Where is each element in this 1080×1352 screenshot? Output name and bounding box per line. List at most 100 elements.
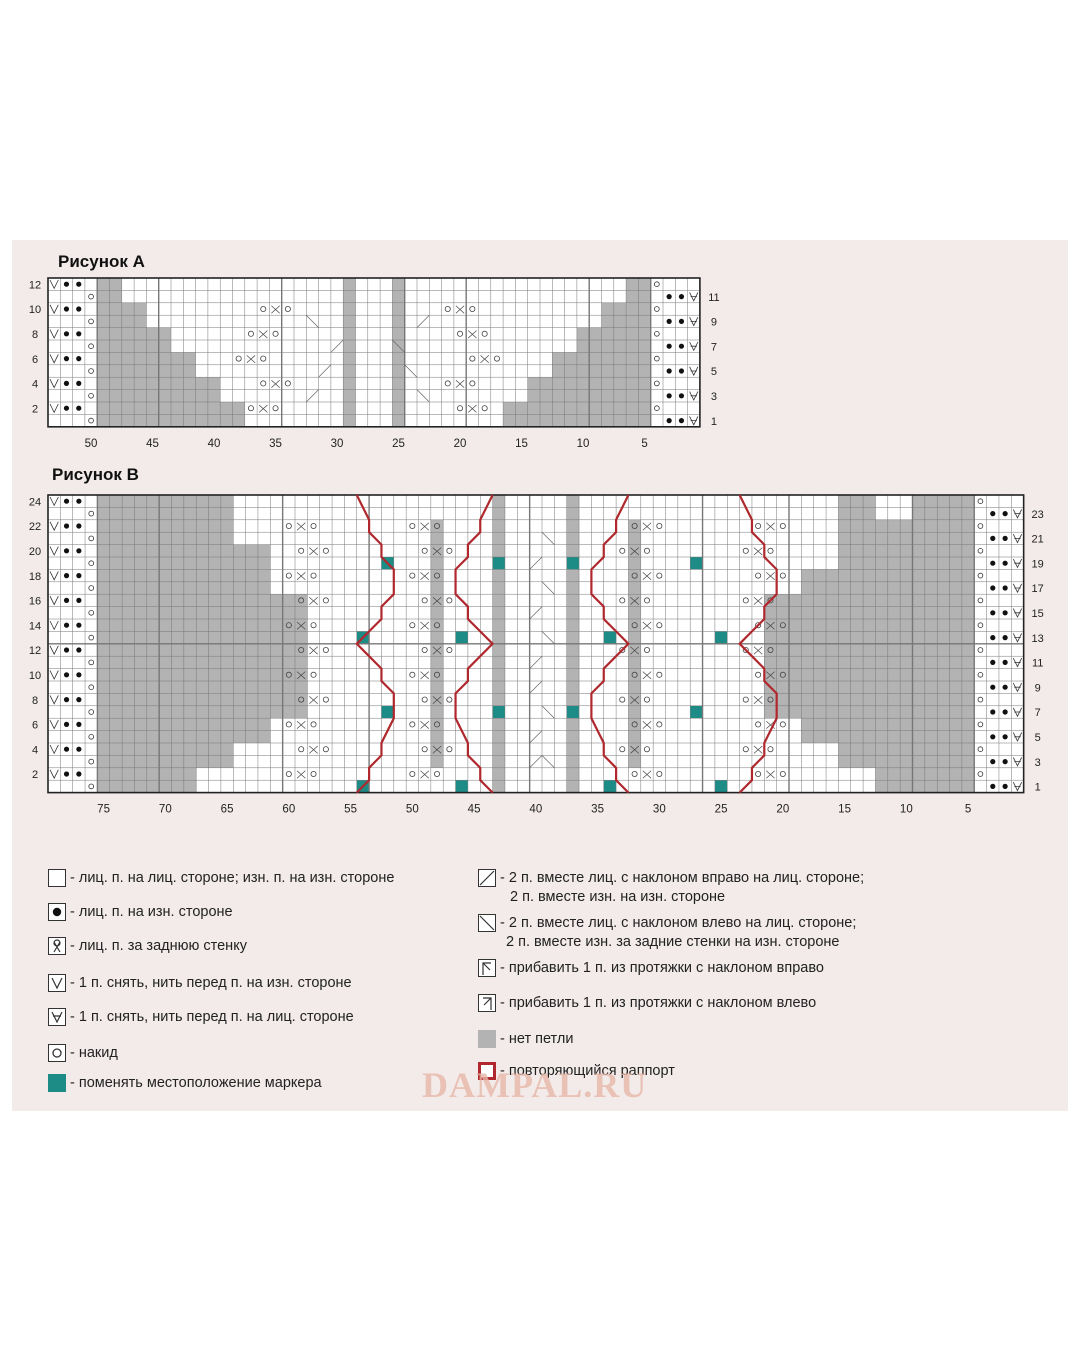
chart-b-col-label: 30 (653, 804, 666, 816)
chart-b-row-label-left: 14 (29, 620, 41, 632)
legend-m1l-label: - прибавить 1 п. из протяжки с наклоном … (500, 995, 817, 1011)
chart-b-row-label-right: 21 (1032, 534, 1044, 546)
chart-b-row-label-left: 4 (32, 744, 38, 756)
legend-k2tog: - 2 п. вместе лиц. с наклоном вправо на … (478, 869, 864, 907)
watermark: DAMPAL.RU (422, 1065, 648, 1105)
chart-a-col-label: 25 (392, 438, 405, 450)
ssk-icon (478, 914, 496, 932)
chart-a-row-label-right: 9 (711, 317, 717, 329)
legend-marker-label: - поменять местоположение маркера (70, 1075, 322, 1091)
chart-b-row-label-right: 1 (1035, 782, 1041, 794)
chart-b-col-label: 55 (344, 804, 357, 816)
chart-b-col-label: 35 (591, 804, 604, 816)
chart-b-row-label-left: 8 (32, 695, 38, 707)
legend-k2tog-line2: 2 п. вместе изн. на изн. стороне (510, 889, 726, 905)
chart-b-row-label-right: 7 (1035, 707, 1041, 719)
chart-b-repeat-line (738, 494, 778, 794)
legend-knit: - лиц. п. на лиц. стороне; изн. п. на из… (48, 869, 394, 888)
chart-a-col-label: 45 (146, 438, 159, 450)
chart-b-col-label: 5 (965, 804, 971, 816)
chart-b-row-label-left: 10 (29, 670, 41, 682)
no-stitch-swatch-icon (478, 1030, 496, 1048)
chart-b-col-label: 20 (776, 804, 789, 816)
m1l-icon (478, 994, 496, 1012)
legend-k2tog-line1: - 2 п. вместе лиц. с наклоном вправо на … (500, 870, 865, 886)
chart-a-col-label: 5 (641, 438, 647, 450)
chart-a-row-label-right: 7 (711, 341, 717, 353)
chart-a-row-label-right: 5 (711, 366, 717, 378)
chart-b-row-label-right: 19 (1032, 558, 1044, 570)
twisted-stitch-icon (48, 937, 66, 955)
chart-a-col-label: 40 (208, 438, 221, 450)
chart-b-row-label-left: 2 (32, 769, 38, 781)
chart-a-grid (47, 277, 701, 428)
chart-b-row-label-left: 20 (29, 546, 41, 558)
chart-a-row-label-left: 6 (32, 354, 38, 366)
legend-yo: - накид (48, 1044, 118, 1063)
chart-b-repeat-line (590, 494, 631, 794)
chart-b-row-label-right: 15 (1032, 608, 1044, 620)
chart-b-col-label: 75 (97, 804, 110, 816)
chart-a-col-label: 20 (454, 438, 467, 450)
legend-ssk-line2: 2 п. вместе изн. за задние стенки на изн… (506, 934, 840, 950)
legend-ssk-line1: - 2 п. вместе лиц. с наклоном влево на л… (500, 915, 857, 931)
chart-b-col-label: 15 (838, 804, 851, 816)
slip-ws-icon (48, 974, 66, 992)
legend-yo-label: - накид (70, 1045, 118, 1061)
chart-b-row-label-left: 12 (29, 645, 41, 657)
legend-ssk: - 2 п. вместе лиц. с наклоном влево на л… (478, 914, 856, 952)
repeat-frame-icon (478, 1062, 496, 1080)
chart-b-row-label-right: 13 (1032, 633, 1044, 645)
chart-b-title: Рисунок В (52, 465, 139, 484)
chart-b-row-label-right: 11 (1032, 658, 1043, 670)
chart-b-col-label: 45 (468, 804, 481, 816)
chart-b-row-label-right: 23 (1032, 509, 1044, 521)
chart-b-col-label: 40 (529, 804, 542, 816)
chart-a-row-label-left: 10 (29, 304, 41, 316)
chart-a-title: Рисунок А (58, 252, 145, 271)
chart-a-col-label: 50 (85, 438, 98, 450)
legend-tbl: - лиц. п. за заднюю стенку (48, 937, 247, 956)
chart-b-repeat-line (454, 494, 495, 794)
chart-a-col-label: 15 (515, 438, 528, 450)
purl-dot-icon (48, 903, 66, 921)
legend-m1r-label: - прибавить 1 п. из протяжки с наклоном … (500, 960, 824, 976)
legend-slip-ws: - 1 п. снять, нить перед п. на изн. стор… (48, 974, 352, 993)
legend-m1r: - прибавить 1 п. из протяжки с наклоном … (478, 959, 824, 978)
chart-a-row-label-right: 11 (708, 292, 719, 304)
marker-swatch-icon (48, 1074, 66, 1092)
legend-marker: - поменять местоположение маркера (48, 1074, 322, 1093)
m1r-icon (478, 959, 496, 977)
chart-b-col-label: 10 (900, 804, 913, 816)
legend-knit-label: - лиц. п. на лиц. стороне; изн. п. на из… (70, 870, 395, 886)
legend-no-stitch: - нет петли (478, 1030, 573, 1049)
chart-a-col-label: 10 (577, 438, 590, 450)
legend-repeat-label: - повторяющийся раппорт (500, 1063, 675, 1079)
chart-a-row-label-right: 3 (711, 391, 717, 403)
chart-a-edge-symbols (49, 279, 699, 426)
legend-repeat: - повторяющийся раппорт (478, 1062, 675, 1081)
k2tog-icon (478, 869, 496, 887)
slip-rs-icon (48, 1008, 66, 1026)
chart-a-row-label-left: 12 (29, 279, 41, 291)
chart-a-row-label-left: 2 (32, 403, 38, 415)
yarn-over-icon (48, 1044, 66, 1062)
knit-symbol-icon (48, 869, 66, 887)
chart-b-grid (47, 494, 1025, 794)
chart-b-col-label: 25 (715, 804, 728, 816)
chart-b-col-label: 65 (221, 804, 234, 816)
legend-slip-ws-label: - 1 п. снять, нить перед п. на изн. стор… (70, 975, 352, 991)
chart-a-row-label-left: 8 (32, 329, 38, 341)
chart-b-row-label-left: 16 (29, 596, 41, 608)
chart-b-row-label-right: 17 (1032, 583, 1044, 595)
chart-b-col-label: 70 (159, 804, 172, 816)
legend-purl-label: - лиц. п. на изн. стороне (70, 904, 233, 920)
chart-b-edge-symbols (49, 496, 1023, 792)
legend-purl: - лиц. п. на изн. стороне (48, 903, 233, 922)
legend-slip-rs-label: - 1 п. снять, нить перед п. на лиц. стор… (70, 1009, 354, 1025)
chart-b-row-label-left: 18 (29, 571, 41, 583)
legend-m1l: - прибавить 1 п. из протяжки с наклоном … (478, 994, 816, 1013)
chart-b-row-label-left: 6 (32, 720, 38, 732)
chart-b-repeat-line (355, 494, 395, 794)
